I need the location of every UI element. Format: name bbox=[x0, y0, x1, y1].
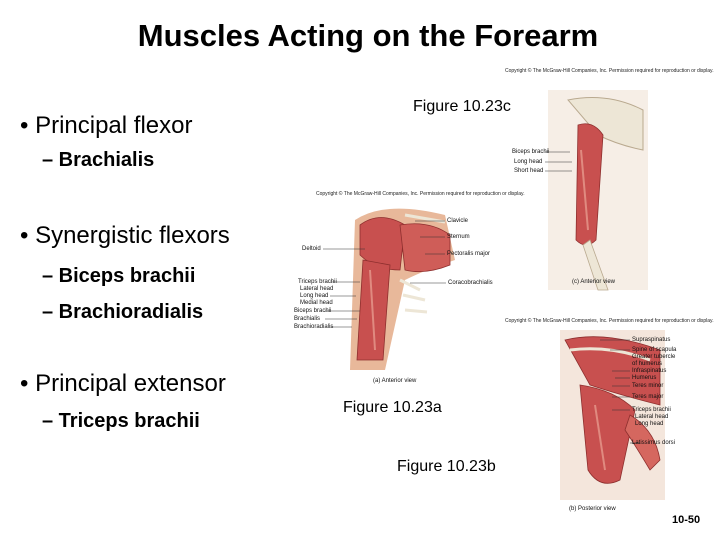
view-label-b: (b) Posterior view bbox=[569, 506, 616, 512]
bullet-synergistic-flexors: • Synergistic flexors bbox=[20, 222, 230, 249]
sub-brachialis: – Brachialis bbox=[42, 149, 155, 171]
label-a-medial-head: Medial head bbox=[300, 300, 333, 306]
label-c-long-head: Long head bbox=[514, 159, 543, 165]
label-b-long-head: Long head bbox=[635, 421, 664, 427]
label-a-deltoid: Deltoid bbox=[302, 246, 321, 252]
label-b-of-humerus: of humerus bbox=[632, 361, 663, 367]
slide-title: Muscles Acting on the Forearm bbox=[137, 18, 599, 53]
label-b-teres-minor: Teres minor bbox=[632, 383, 664, 389]
label-b-spine-scapula: Spine of scapula bbox=[632, 347, 677, 353]
label-b-infraspinatus: Infraspinatus bbox=[632, 368, 667, 374]
label-b-teres-major: Teres major bbox=[632, 394, 664, 400]
copyright-note-b: Copyright © The McGraw-Hill Companies, I… bbox=[505, 318, 714, 324]
label-a-coracobrachialis: Coracobrachialis bbox=[448, 280, 493, 286]
label-a-long-head: Long head bbox=[300, 293, 329, 299]
figure-caption-c: Figure 10.23c bbox=[413, 98, 511, 115]
figure-a-illustration bbox=[350, 208, 455, 370]
label-a-sternum: Sternum bbox=[447, 234, 470, 240]
sub-brachioradialis: – Brachioradialis bbox=[42, 301, 204, 323]
label-a-pectoralis: Pectoralis major bbox=[447, 251, 491, 257]
copyright-note-a: Copyright © The McGraw-Hill Companies, I… bbox=[316, 191, 525, 197]
figure-caption-a: Figure 10.23a bbox=[343, 399, 442, 416]
label-c-biceps: Biceps brachii bbox=[512, 149, 550, 155]
view-label-a: (a) Anterior view bbox=[373, 378, 417, 384]
label-a-lateral-head: Lateral head bbox=[300, 286, 334, 292]
label-b-triceps: Triceps brachii bbox=[632, 407, 671, 413]
sub-biceps-brachii: – Biceps brachii bbox=[42, 265, 196, 287]
label-c-short-head: Short head bbox=[514, 168, 544, 174]
label-a-biceps: Biceps brachii bbox=[294, 308, 332, 314]
copyright-note-c: Copyright © The McGraw-Hill Companies, I… bbox=[505, 68, 714, 74]
figure-c-illustration bbox=[548, 90, 648, 291]
label-a-brachialis: Brachialis bbox=[294, 316, 321, 322]
label-b-greater-tubercle: Greater tubercle bbox=[632, 354, 676, 360]
sub-triceps-brachii: – Triceps brachii bbox=[42, 410, 200, 432]
label-a-clavicle: Clavicle bbox=[447, 218, 469, 224]
figure-caption-b: Figure 10.23b bbox=[397, 458, 496, 475]
label-b-latissimus: Latissimus dorsi bbox=[632, 440, 676, 446]
label-b-lateral-head: Lateral head bbox=[635, 414, 669, 420]
view-label-c: (c) Anterior view bbox=[572, 279, 616, 285]
label-a-triceps: Triceps brachii bbox=[298, 279, 337, 285]
label-b-supraspinatus: Supraspinatus bbox=[632, 337, 671, 343]
bullet-principal-extensor: • Principal extensor bbox=[20, 370, 226, 397]
slide-number: 10-50 bbox=[672, 514, 701, 526]
bullet-principal-flexor: • Principal flexor bbox=[20, 112, 193, 139]
label-b-humerus: Humerus bbox=[632, 375, 657, 381]
label-a-brachioradialis: Brachioradialis bbox=[294, 324, 334, 330]
